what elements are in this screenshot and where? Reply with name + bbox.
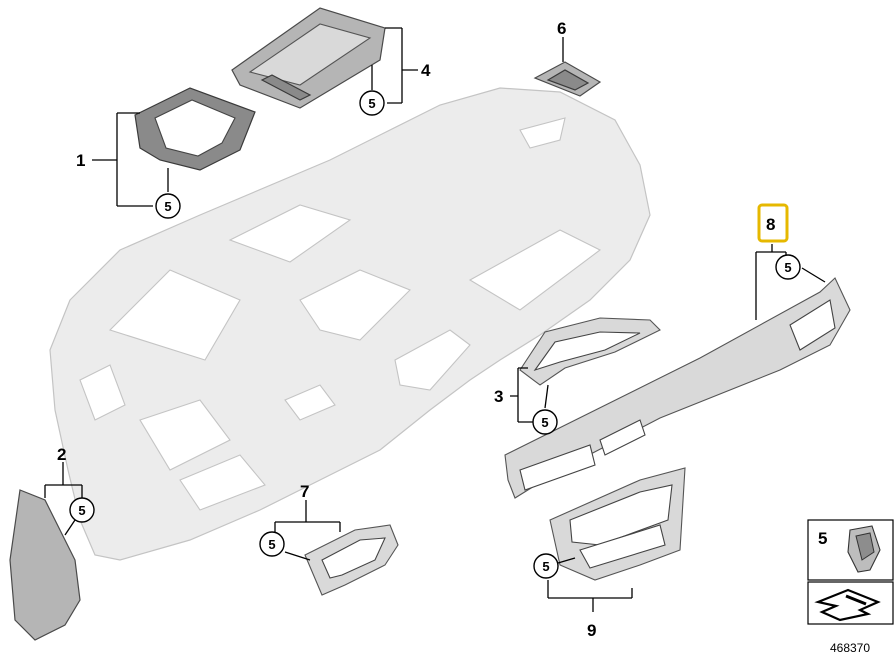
svg-text:5: 5 [542, 559, 549, 574]
part-2-side-panel [9, 489, 81, 641]
svg-text:5: 5 [164, 199, 171, 214]
legend-clip-label: 5 [818, 529, 827, 548]
callout-7: 7 [300, 482, 309, 501]
part-1-trim-frame [134, 87, 256, 171]
dashboard-panel [49, 87, 651, 561]
clip-references: 5 5 5 5 5 5 5 [69, 90, 801, 579]
clip-ref-part-8: 5 [775, 254, 801, 280]
part-4-vent-grille [231, 7, 386, 109]
placement-shape-icon [814, 588, 881, 622]
callout-8: 8 [766, 215, 775, 234]
callout-4: 4 [421, 61, 431, 80]
part-7-small-trim [304, 524, 399, 596]
clip-ref-part-9: 5 [533, 553, 559, 579]
callout-1: 1 [76, 151, 85, 170]
clip-icon [847, 525, 881, 573]
part-6-small-vent [533, 61, 602, 97]
callout-labels: 1 2 3 4 6 7 8 9 [57, 19, 789, 640]
callout-3: 3 [494, 387, 503, 406]
clip-ref-part-2: 5 [69, 497, 95, 523]
svg-text:5: 5 [784, 260, 791, 275]
legend-panel: 5 468370 [807, 519, 894, 655]
part-8-trim-strip [504, 277, 851, 499]
part-3-trim-frame [519, 317, 661, 386]
callout-9: 9 [587, 621, 596, 640]
reference-number: 468370 [830, 641, 870, 655]
clip-ref-part-1: 5 [155, 193, 181, 219]
clip-ref-part-3: 5 [532, 409, 558, 435]
svg-text:5: 5 [268, 537, 275, 552]
callout-6: 6 [557, 19, 566, 38]
clip-ref-part-4: 5 [359, 90, 385, 116]
callout-8-highlight [757, 203, 789, 243]
clip-ref-part-7: 5 [259, 531, 285, 557]
svg-text:5: 5 [78, 503, 85, 518]
part-9-console-trim [549, 467, 686, 581]
svg-text:5: 5 [541, 415, 548, 430]
leader-lines [44, 27, 826, 612]
callout-2: 2 [57, 445, 66, 464]
svg-text:5: 5 [368, 96, 375, 111]
